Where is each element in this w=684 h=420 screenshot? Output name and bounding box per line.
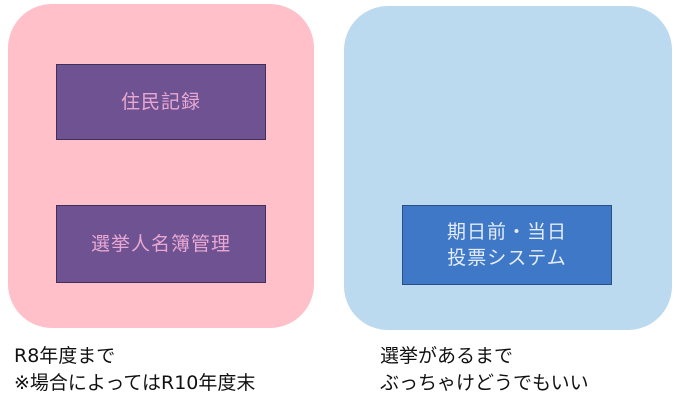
voter-registry-label: 選挙人名簿管理 xyxy=(90,233,231,255)
voter-registry-box: 選挙人名簿管理 xyxy=(56,205,266,283)
left-note: R8年度まで ※場合によってはR10年度末 xyxy=(14,343,255,397)
voting-system-label-line-2: 投票システム xyxy=(447,247,567,269)
left-note-line-1: R8年度まで xyxy=(14,345,116,367)
resident-records-label: 住民記録 xyxy=(120,91,201,113)
left-note-line-2: ※場合によってはR10年度末 xyxy=(14,372,256,394)
right-note-line-1: 選挙があるまで xyxy=(380,345,514,367)
right-note-line-2: ぶっちゃけどうでもいい xyxy=(380,372,589,394)
right-note: 選挙があるまで ぶっちゃけどうでもいい xyxy=(380,343,589,397)
voting-system-box: 期日前・当日 投票システム xyxy=(402,205,612,285)
resident-records-box: 住民記録 xyxy=(56,64,266,140)
voting-system-label-line-1: 期日前・当日 xyxy=(446,221,567,243)
